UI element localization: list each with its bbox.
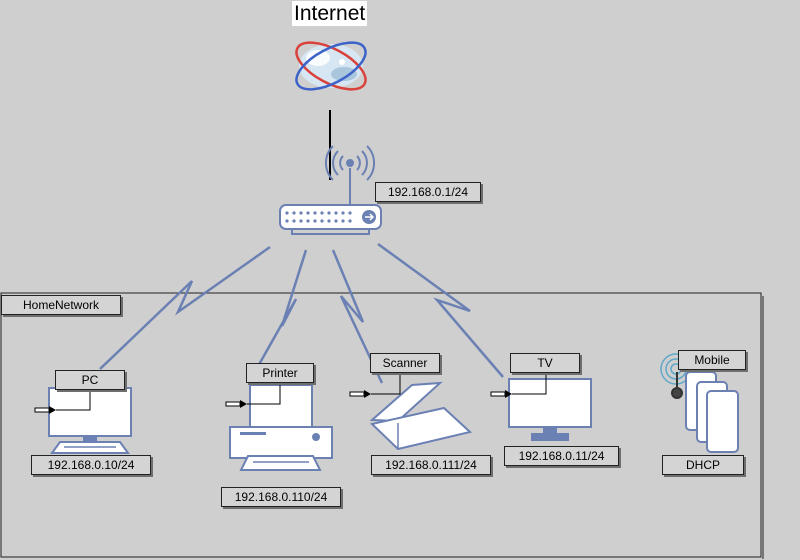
pc-ip-label: 192.168.0.10/24	[31, 455, 151, 475]
pc-port-arrow	[34, 388, 91, 414]
scanner-port-arrow	[349, 372, 401, 398]
scanner-icon	[369, 381, 473, 451]
internet-title: Internet	[292, 1, 368, 26]
printer-ip-label: 192.168.0.110/24	[221, 487, 341, 507]
printer-name-label: Printer	[246, 363, 314, 383]
printer-icon	[229, 384, 333, 471]
pc-name-label: PC	[55, 370, 125, 390]
tv-port-arrow	[490, 371, 547, 398]
tv-monitor-icon	[508, 378, 592, 441]
link-router-scanner	[331, 249, 384, 384]
mobile-ip-label: DHCP	[662, 455, 744, 475]
scanner-name-label: Scanner	[370, 353, 440, 373]
link-router-printer	[250, 249, 308, 378]
wireless-links	[99, 242, 504, 384]
globe-icon	[295, 41, 367, 91]
home-network-label: HomeNetwork	[1, 295, 121, 315]
mobile-name-label: Mobile	[678, 350, 746, 370]
home-network-frame	[0, 292, 762, 558]
wireless-router-icon	[279, 145, 382, 235]
printer-port-arrow	[225, 382, 281, 408]
link-router-tv	[377, 242, 504, 378]
router-ip-label: 192.168.0.1/24	[375, 182, 481, 202]
link-router-pc	[99, 245, 271, 370]
scanner-ip-label: 192.168.0.111/24	[371, 455, 491, 475]
tv-name-label: TV	[510, 353, 580, 373]
mobile-phones-icon	[660, 353, 739, 453]
tv-ip-label: 192.168.0.11/24	[504, 446, 619, 466]
router-ports	[285, 211, 352, 223]
